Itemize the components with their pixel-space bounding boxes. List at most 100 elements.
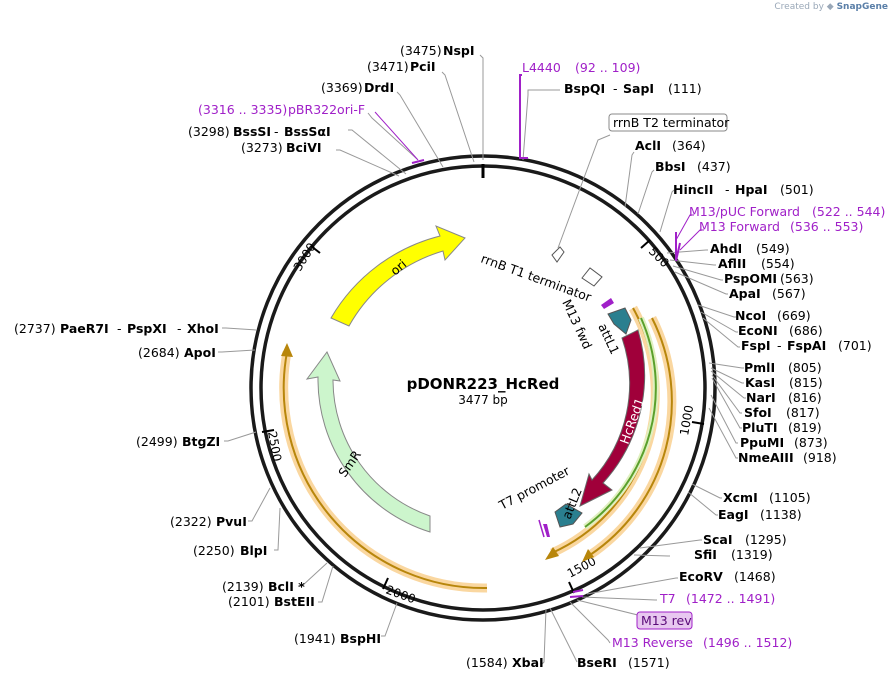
site-pos: (2737) bbox=[14, 321, 56, 336]
attl2-marker[interactable] bbox=[554, 503, 583, 528]
m13fwd-primer-arrow bbox=[601, 298, 614, 309]
site-pos: (2322) bbox=[170, 514, 212, 529]
site-pos: (805) bbox=[788, 360, 822, 375]
tick-label: 1000 bbox=[677, 404, 696, 437]
site-apai[interactable]: ApaI bbox=[729, 286, 761, 301]
rrnbt2-box bbox=[608, 113, 728, 132]
rrnbt2-label: rrnB T2 terminator bbox=[613, 115, 730, 130]
site-nari[interactable]: NarI bbox=[746, 390, 776, 405]
t7-promoter-arrow bbox=[543, 524, 550, 537]
site-hincii[interactable]: HincII bbox=[673, 182, 713, 197]
site-bspqi[interactable]: BspQI bbox=[564, 81, 605, 96]
site-sfii[interactable]: SfiI bbox=[694, 547, 717, 562]
primer-l4440[interactable]: L4440 bbox=[522, 60, 561, 75]
site-pos: (2250) bbox=[193, 543, 235, 558]
site-nmeaiii[interactable]: NmeAIII bbox=[738, 450, 794, 465]
primer-m13rev: M13 rev bbox=[641, 613, 692, 628]
site-pcii[interactable]: PciI bbox=[410, 59, 436, 74]
site-pluti[interactable]: PluTI bbox=[742, 420, 778, 435]
t7-promoter-line bbox=[538, 519, 545, 538]
attl1-marker[interactable] bbox=[607, 307, 632, 335]
primer-t7[interactable]: T7 bbox=[659, 591, 676, 606]
site-bsssi[interactable]: BssSI bbox=[233, 124, 271, 139]
m13rev-box[interactable] bbox=[636, 611, 693, 630]
site-sapi[interactable]: SapI bbox=[623, 81, 654, 96]
site-pos: (3298) bbox=[188, 124, 230, 139]
site-bcivi[interactable]: BciVI bbox=[286, 140, 322, 155]
m13fwd-label: M13 fwd bbox=[559, 297, 595, 351]
site-pos: (3471) bbox=[367, 59, 409, 74]
dash: - bbox=[725, 182, 730, 197]
site-xbai[interactable]: XbaI bbox=[512, 655, 544, 670]
tick-label: 2500 bbox=[265, 430, 284, 463]
site-xhoi[interactable]: XhoI bbox=[187, 321, 219, 336]
primer-pbr322orif[interactable]: pBR322ori-F bbox=[288, 102, 365, 117]
site-pos: (701) bbox=[838, 338, 872, 353]
site-pos: (1941) bbox=[294, 631, 336, 646]
site-bcli[interactable]: BclI * bbox=[268, 579, 305, 594]
site-ecorv[interactable]: EcoRV bbox=[679, 569, 723, 584]
site-apoi[interactable]: ApoI bbox=[184, 345, 216, 360]
credit: Created by ◆ SnapGene bbox=[774, 2, 888, 12]
primer-pos: (3316 .. 3335) bbox=[198, 102, 287, 117]
site-pos: (1295) bbox=[745, 532, 787, 547]
site-hpai[interactable]: HpaI bbox=[735, 182, 768, 197]
site-pos: (3273) bbox=[241, 140, 283, 155]
site-fspi[interactable]: FspI bbox=[741, 338, 771, 353]
site-pos: (563) bbox=[780, 271, 814, 286]
ori-arrow[interactable] bbox=[330, 225, 466, 327]
site-pvui[interactable]: PvuI bbox=[216, 514, 247, 529]
hcred-arrow[interactable] bbox=[579, 329, 645, 507]
site-pos: (819) bbox=[788, 420, 822, 435]
site-blpi[interactable]: BlpI bbox=[240, 543, 267, 558]
site-drdi[interactable]: DrdI bbox=[364, 80, 394, 95]
site-paer7i[interactable]: PaeR7I bbox=[60, 321, 109, 336]
primer-m13forward[interactable]: M13 Forward bbox=[699, 219, 780, 234]
site-bsssai[interactable]: BssSαI bbox=[284, 124, 331, 139]
plasmid-name: pDONR223_HcRed bbox=[407, 375, 560, 393]
site-bseri[interactable]: BseRI bbox=[577, 655, 617, 670]
smr-arrow[interactable] bbox=[305, 351, 431, 533]
site-ppumi[interactable]: PpuMI bbox=[740, 435, 784, 450]
hcred-label: HcRed1 bbox=[617, 396, 648, 446]
orange-orf-left bbox=[279, 343, 488, 593]
site-pos: (3475) bbox=[400, 43, 442, 58]
tick-marks bbox=[261, 239, 705, 594]
site-pspxi[interactable]: PspXI bbox=[127, 321, 167, 336]
site-pspomi[interactable]: PspOMI bbox=[724, 271, 777, 286]
site-pos: (1138) bbox=[760, 507, 802, 522]
primer-m13reverse[interactable]: M13 Reverse bbox=[612, 635, 693, 650]
site-pos: (1319) bbox=[731, 547, 773, 562]
site-pos: (1571) bbox=[628, 655, 670, 670]
site-aflii[interactable]: AflII bbox=[718, 256, 746, 271]
site-nspi[interactable]: NspI bbox=[443, 43, 475, 58]
site-pos: (1584) bbox=[466, 655, 508, 670]
site-pos: (1468) bbox=[734, 569, 776, 584]
primer-pos: (522 .. 544) bbox=[812, 204, 885, 219]
site-kasi[interactable]: KasI bbox=[745, 375, 775, 390]
rrnbt1-arrow bbox=[581, 267, 603, 287]
site-bsphi[interactable]: BspHI bbox=[340, 631, 381, 646]
site-fspai[interactable]: FspAI bbox=[787, 338, 826, 353]
site-bbsi[interactable]: BbsI bbox=[655, 159, 686, 174]
rrnbt2-leader bbox=[557, 134, 611, 249]
site-btgzi[interactable]: BtgZI bbox=[182, 434, 220, 449]
site-xcmi[interactable]: XcmI bbox=[723, 490, 758, 505]
site-pmli[interactable]: PmlI bbox=[744, 360, 775, 375]
site-bsteii[interactable]: BstEII bbox=[274, 594, 315, 609]
site-acli[interactable]: AclI bbox=[635, 138, 661, 153]
site-pos: (549) bbox=[756, 241, 790, 256]
leader-lines bbox=[218, 54, 746, 666]
site-sfoi[interactable]: SfoI bbox=[744, 405, 772, 420]
site-pos: (873) bbox=[794, 435, 828, 450]
site-pos: (3369) bbox=[321, 80, 363, 95]
site-ncoi[interactable]: NcoI bbox=[735, 308, 766, 323]
primer-m13puc[interactable]: M13/pUC Forward bbox=[689, 204, 800, 219]
primer-pos: (536 .. 553) bbox=[790, 219, 863, 234]
t7promoter-label: T7 promoter bbox=[495, 463, 572, 514]
primer-marks bbox=[411, 74, 681, 598]
site-scai[interactable]: ScaI bbox=[703, 532, 733, 547]
site-eagi[interactable]: EagI bbox=[718, 507, 749, 522]
site-ahdi[interactable]: AhdI bbox=[710, 241, 742, 256]
site-econi[interactable]: EcoNI bbox=[738, 323, 778, 338]
